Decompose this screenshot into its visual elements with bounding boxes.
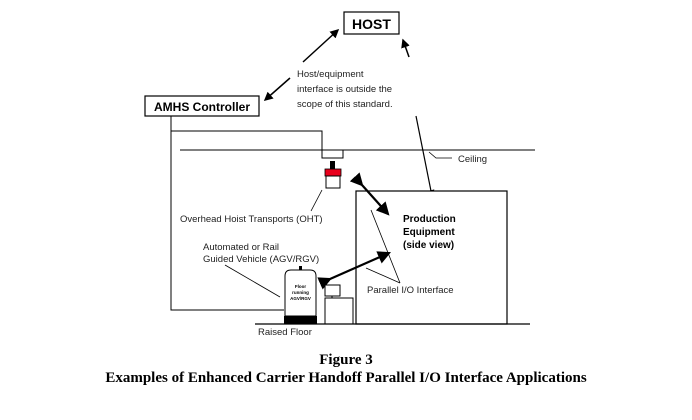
oht-label: Overhead Hoist Transports (OHT) [180,214,323,225]
svg-text:AGV/RGV: AGV/RGV [290,296,311,301]
svg-text:Equipment: Equipment [403,227,455,238]
host-label: HOST [352,16,391,32]
host-box [343,11,400,35]
raised-floor-label: Raised Floor [258,327,312,338]
svg-text:scope of this standard.: scope of this standard. [297,99,393,110]
svg-text:Floor: Floor [295,284,306,289]
svg-text:Guided Vehicle (AGV/RGV): Guided Vehicle (AGV/RGV) [203,254,319,265]
scope-note: Host/equipment interface is outside the … [297,69,393,110]
svg-text:Host/equipment: Host/equipment [297,69,364,80]
agv-label: Automated or Rail Guided Vehicle (AGV/RG… [203,242,319,265]
agv-leader [224,264,281,298]
amhs-controller-box [144,95,260,117]
load-port [324,284,354,325]
ceiling-leader [428,151,452,159]
oht-wire [171,130,344,159]
figure-caption: Examples of Enhanced Carrier Handoff Par… [105,370,587,386]
arrow-to-host [302,28,340,63]
amhs-controller-label: AMHS Controller [154,100,250,114]
svg-text:Automated or Rail: Automated or Rail [203,242,279,253]
figure-number: Figure 3 [319,352,373,368]
svg-text:(side view): (side view) [403,240,454,251]
production-equipment-label: Production Equipment (side view) [403,214,456,251]
agv-vehicle: Floor running AGV/RGV [284,266,317,324]
pio-arrow-oht [349,172,390,216]
svg-text:interface is outside the: interface is outside the [297,84,392,95]
controller-wire [170,116,284,311]
svg-text:running: running [292,290,309,295]
arrow-to-equipment [415,115,435,198]
oht-leader [310,189,323,212]
oht-vehicle [324,161,342,189]
pio-leader-2 [365,267,401,284]
arrow-to-amhs [263,77,291,101]
pio-arrow-agv [317,251,392,290]
arrow-equipment-host [401,38,410,58]
svg-text:Production: Production [403,214,456,225]
ceiling-label: Ceiling [458,154,487,165]
pio-leader-1 [370,209,401,284]
parallel-io-label: Parallel I/O Interface [367,285,454,296]
